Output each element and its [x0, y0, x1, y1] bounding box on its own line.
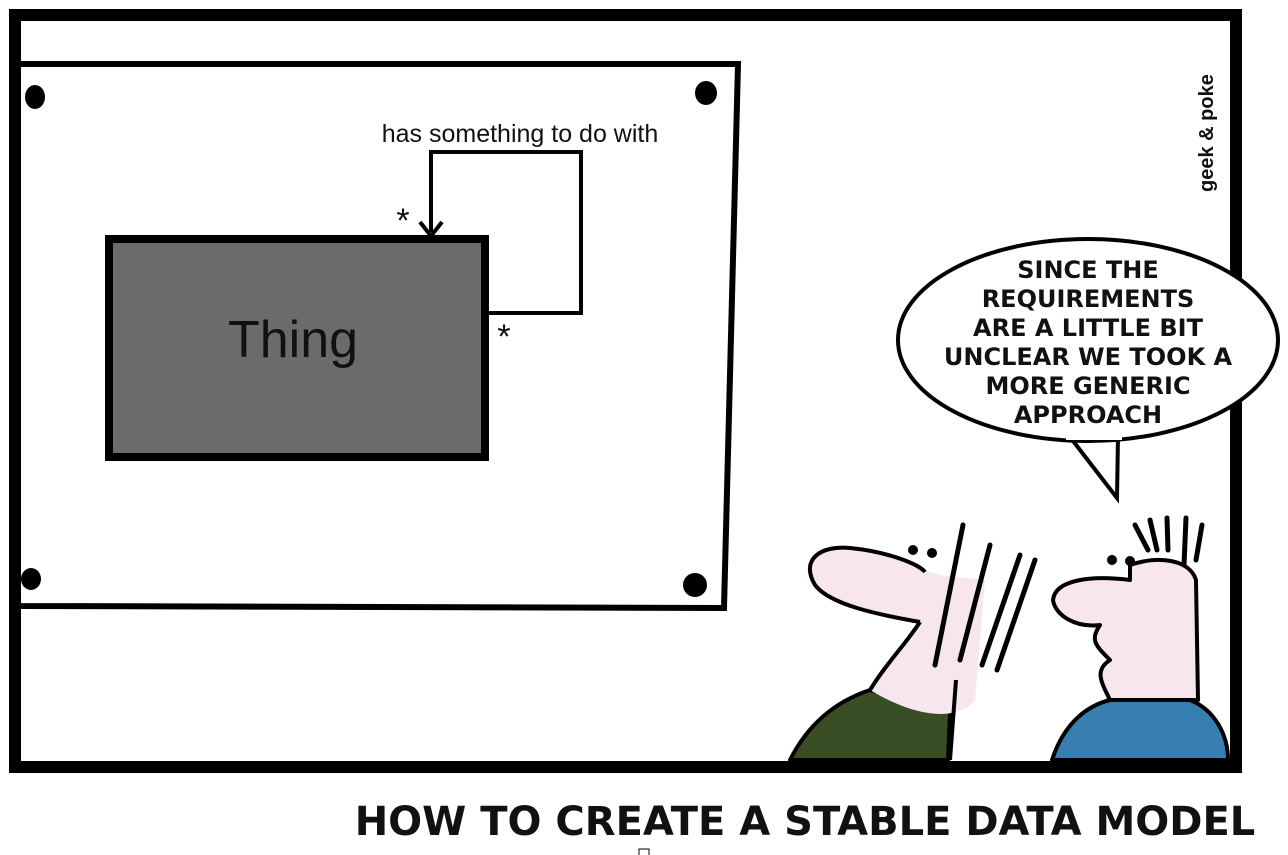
speech-text: SINCE THE REQUIREMENTS ARE A LITTLE BIT … [944, 256, 1233, 429]
whiteboard-pins [21, 81, 717, 597]
bubble-tail-mask [1066, 420, 1122, 440]
entity-box [105, 235, 489, 461]
speech-bubble [896, 237, 1280, 443]
right-character [1050, 515, 1230, 762]
pin-icon [25, 85, 45, 109]
speech-line: MORE GENERIC [985, 372, 1190, 400]
left-character [788, 522, 1038, 762]
relation-label: has something to do with [382, 120, 659, 148]
multiplicity-target: * [396, 202, 409, 240]
pin-icon [695, 81, 717, 105]
multiplicity-source: * [497, 318, 510, 356]
signature: geek & poke [1196, 74, 1218, 192]
arrowhead-icon [418, 220, 444, 240]
speech-line: UNCLEAR WE TOOK A [944, 343, 1233, 371]
entity-label: Thing [228, 311, 358, 369]
caption: HOW TO CREATE A STABLE DATA MODEL [355, 799, 1256, 845]
small-square-marker [638, 848, 650, 855]
pin-icon [21, 568, 41, 590]
speech-line: APPROACH [1014, 401, 1162, 429]
self-relation-line [429, 150, 583, 315]
speech-line: ARE A LITTLE BIT [973, 314, 1204, 342]
speech-line: SINCE THE [1017, 256, 1159, 284]
pin-icon [683, 573, 707, 597]
speech-line: REQUIREMENTS [982, 285, 1195, 313]
